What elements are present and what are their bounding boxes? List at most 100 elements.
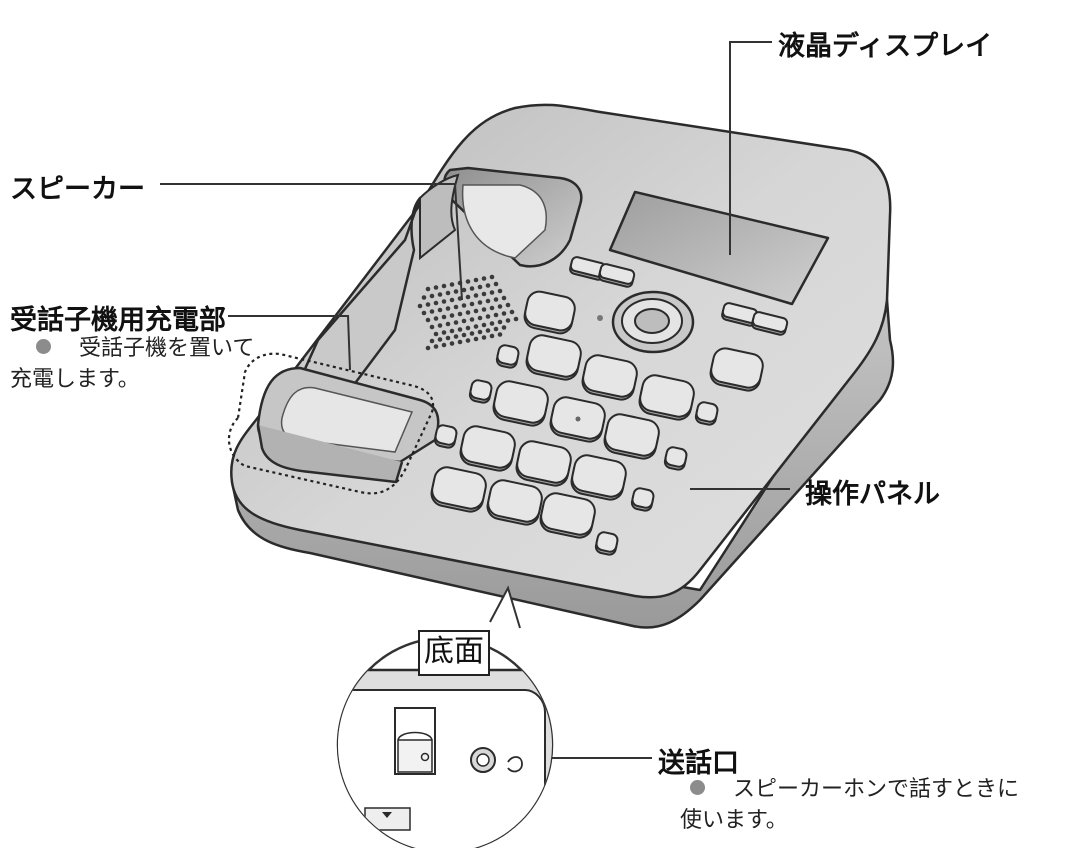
grille-hole xyxy=(489,290,495,295)
function-key xyxy=(709,347,764,392)
grille-hole xyxy=(441,299,447,304)
grille-hole xyxy=(505,318,511,323)
grille-hole xyxy=(497,332,503,337)
dial-key xyxy=(581,354,638,401)
grille-hole xyxy=(437,337,443,342)
grille-hole xyxy=(465,279,471,284)
dial-key xyxy=(638,374,695,421)
side-key xyxy=(468,379,493,404)
grille-hole xyxy=(449,328,455,334)
grille-hole xyxy=(429,324,435,330)
grille-hole xyxy=(429,293,435,299)
grille-hole xyxy=(477,300,483,305)
grille-hole xyxy=(497,319,503,325)
navigation-pad xyxy=(597,290,695,354)
grille-hole xyxy=(473,308,479,314)
grille-hole xyxy=(437,292,443,297)
dial-key xyxy=(570,454,627,501)
side-key xyxy=(694,401,719,426)
speaker-label: スピーカー xyxy=(10,174,145,205)
grille-hole xyxy=(453,320,459,325)
dial-key xyxy=(603,413,660,460)
grille-hole xyxy=(497,288,503,294)
grille-hole xyxy=(513,316,519,322)
grille-hole xyxy=(441,342,447,348)
grille-hole xyxy=(473,277,479,283)
grille-hole xyxy=(505,302,511,308)
grille-hole xyxy=(433,344,439,349)
grille-hole xyxy=(445,290,451,296)
grille-hole xyxy=(473,293,479,298)
side-key xyxy=(594,531,619,556)
grille-hole xyxy=(501,311,507,316)
grille-hole xyxy=(453,289,459,294)
key-5-dot xyxy=(575,416,581,422)
grille-hole xyxy=(453,334,459,339)
grille-hole xyxy=(485,314,491,319)
grille-hole xyxy=(461,332,467,338)
charging-cradle xyxy=(256,366,440,484)
side-key xyxy=(495,344,520,369)
grille-hole xyxy=(441,314,447,320)
grille-hole xyxy=(489,274,495,280)
grille-hole xyxy=(437,307,443,313)
dial-key xyxy=(539,492,596,539)
grille-hole xyxy=(441,330,447,335)
grille-hole xyxy=(453,304,459,310)
grille-hole xyxy=(509,309,515,315)
grille-hole xyxy=(489,321,495,326)
grille-hole xyxy=(481,307,487,312)
grille-hole xyxy=(445,321,451,327)
grille-hole xyxy=(433,300,439,306)
lcd-display xyxy=(608,190,830,306)
grille-hole xyxy=(417,303,423,309)
grille-hole xyxy=(449,313,455,318)
side-key xyxy=(433,424,458,449)
mic-description-line-2: 使います。 xyxy=(680,808,788,833)
mic-description-text-1: スピーカーホンで話すときに xyxy=(733,777,1020,802)
grille-hole xyxy=(493,297,499,302)
grille-hole xyxy=(473,336,479,342)
grille-hole xyxy=(461,303,467,308)
grille-hole xyxy=(449,297,455,303)
grille-hole xyxy=(481,335,487,340)
charger-description-line-2: 充電します。 xyxy=(10,367,140,392)
grille-hole xyxy=(429,309,435,314)
grille-hole xyxy=(433,285,439,290)
grille-hole xyxy=(477,315,483,321)
soft-key xyxy=(751,311,789,336)
charger-label: 受話子機用充電部 xyxy=(10,305,226,336)
grille-hole xyxy=(485,328,491,333)
charger-description-text-1: 受話子機を置いて xyxy=(79,336,255,361)
grille-hole xyxy=(465,294,471,300)
handset-rest xyxy=(298,166,583,392)
display-leader-line xyxy=(729,41,772,255)
grille-hole xyxy=(493,312,499,318)
grille-hole xyxy=(477,329,483,335)
dial-key xyxy=(515,440,572,487)
soft-key xyxy=(569,256,607,281)
grille-hole xyxy=(457,339,463,345)
panel-label: 操作パネル xyxy=(805,479,940,510)
function-key xyxy=(523,290,576,335)
display-label: 液晶ディスプレイ xyxy=(778,31,993,62)
speaker-leader-line xyxy=(160,183,463,301)
grille-hole xyxy=(461,318,467,324)
grille-hole xyxy=(425,317,431,323)
dial-key xyxy=(525,334,582,381)
charger-description-line-1: 受話子機を置いて xyxy=(36,334,254,364)
grille-hole xyxy=(501,325,507,330)
grille-hole xyxy=(425,345,431,351)
grille-hole xyxy=(449,282,455,287)
grille-hole xyxy=(481,291,487,297)
grille-hole xyxy=(481,322,487,328)
grille-hole xyxy=(433,331,439,337)
grille-hole xyxy=(425,302,431,307)
grille-hole xyxy=(441,283,447,289)
grille-hole xyxy=(489,305,495,311)
grille-hole xyxy=(457,327,463,332)
grille-hole xyxy=(469,331,475,336)
side-key xyxy=(663,446,688,471)
grille-hole xyxy=(481,276,487,281)
